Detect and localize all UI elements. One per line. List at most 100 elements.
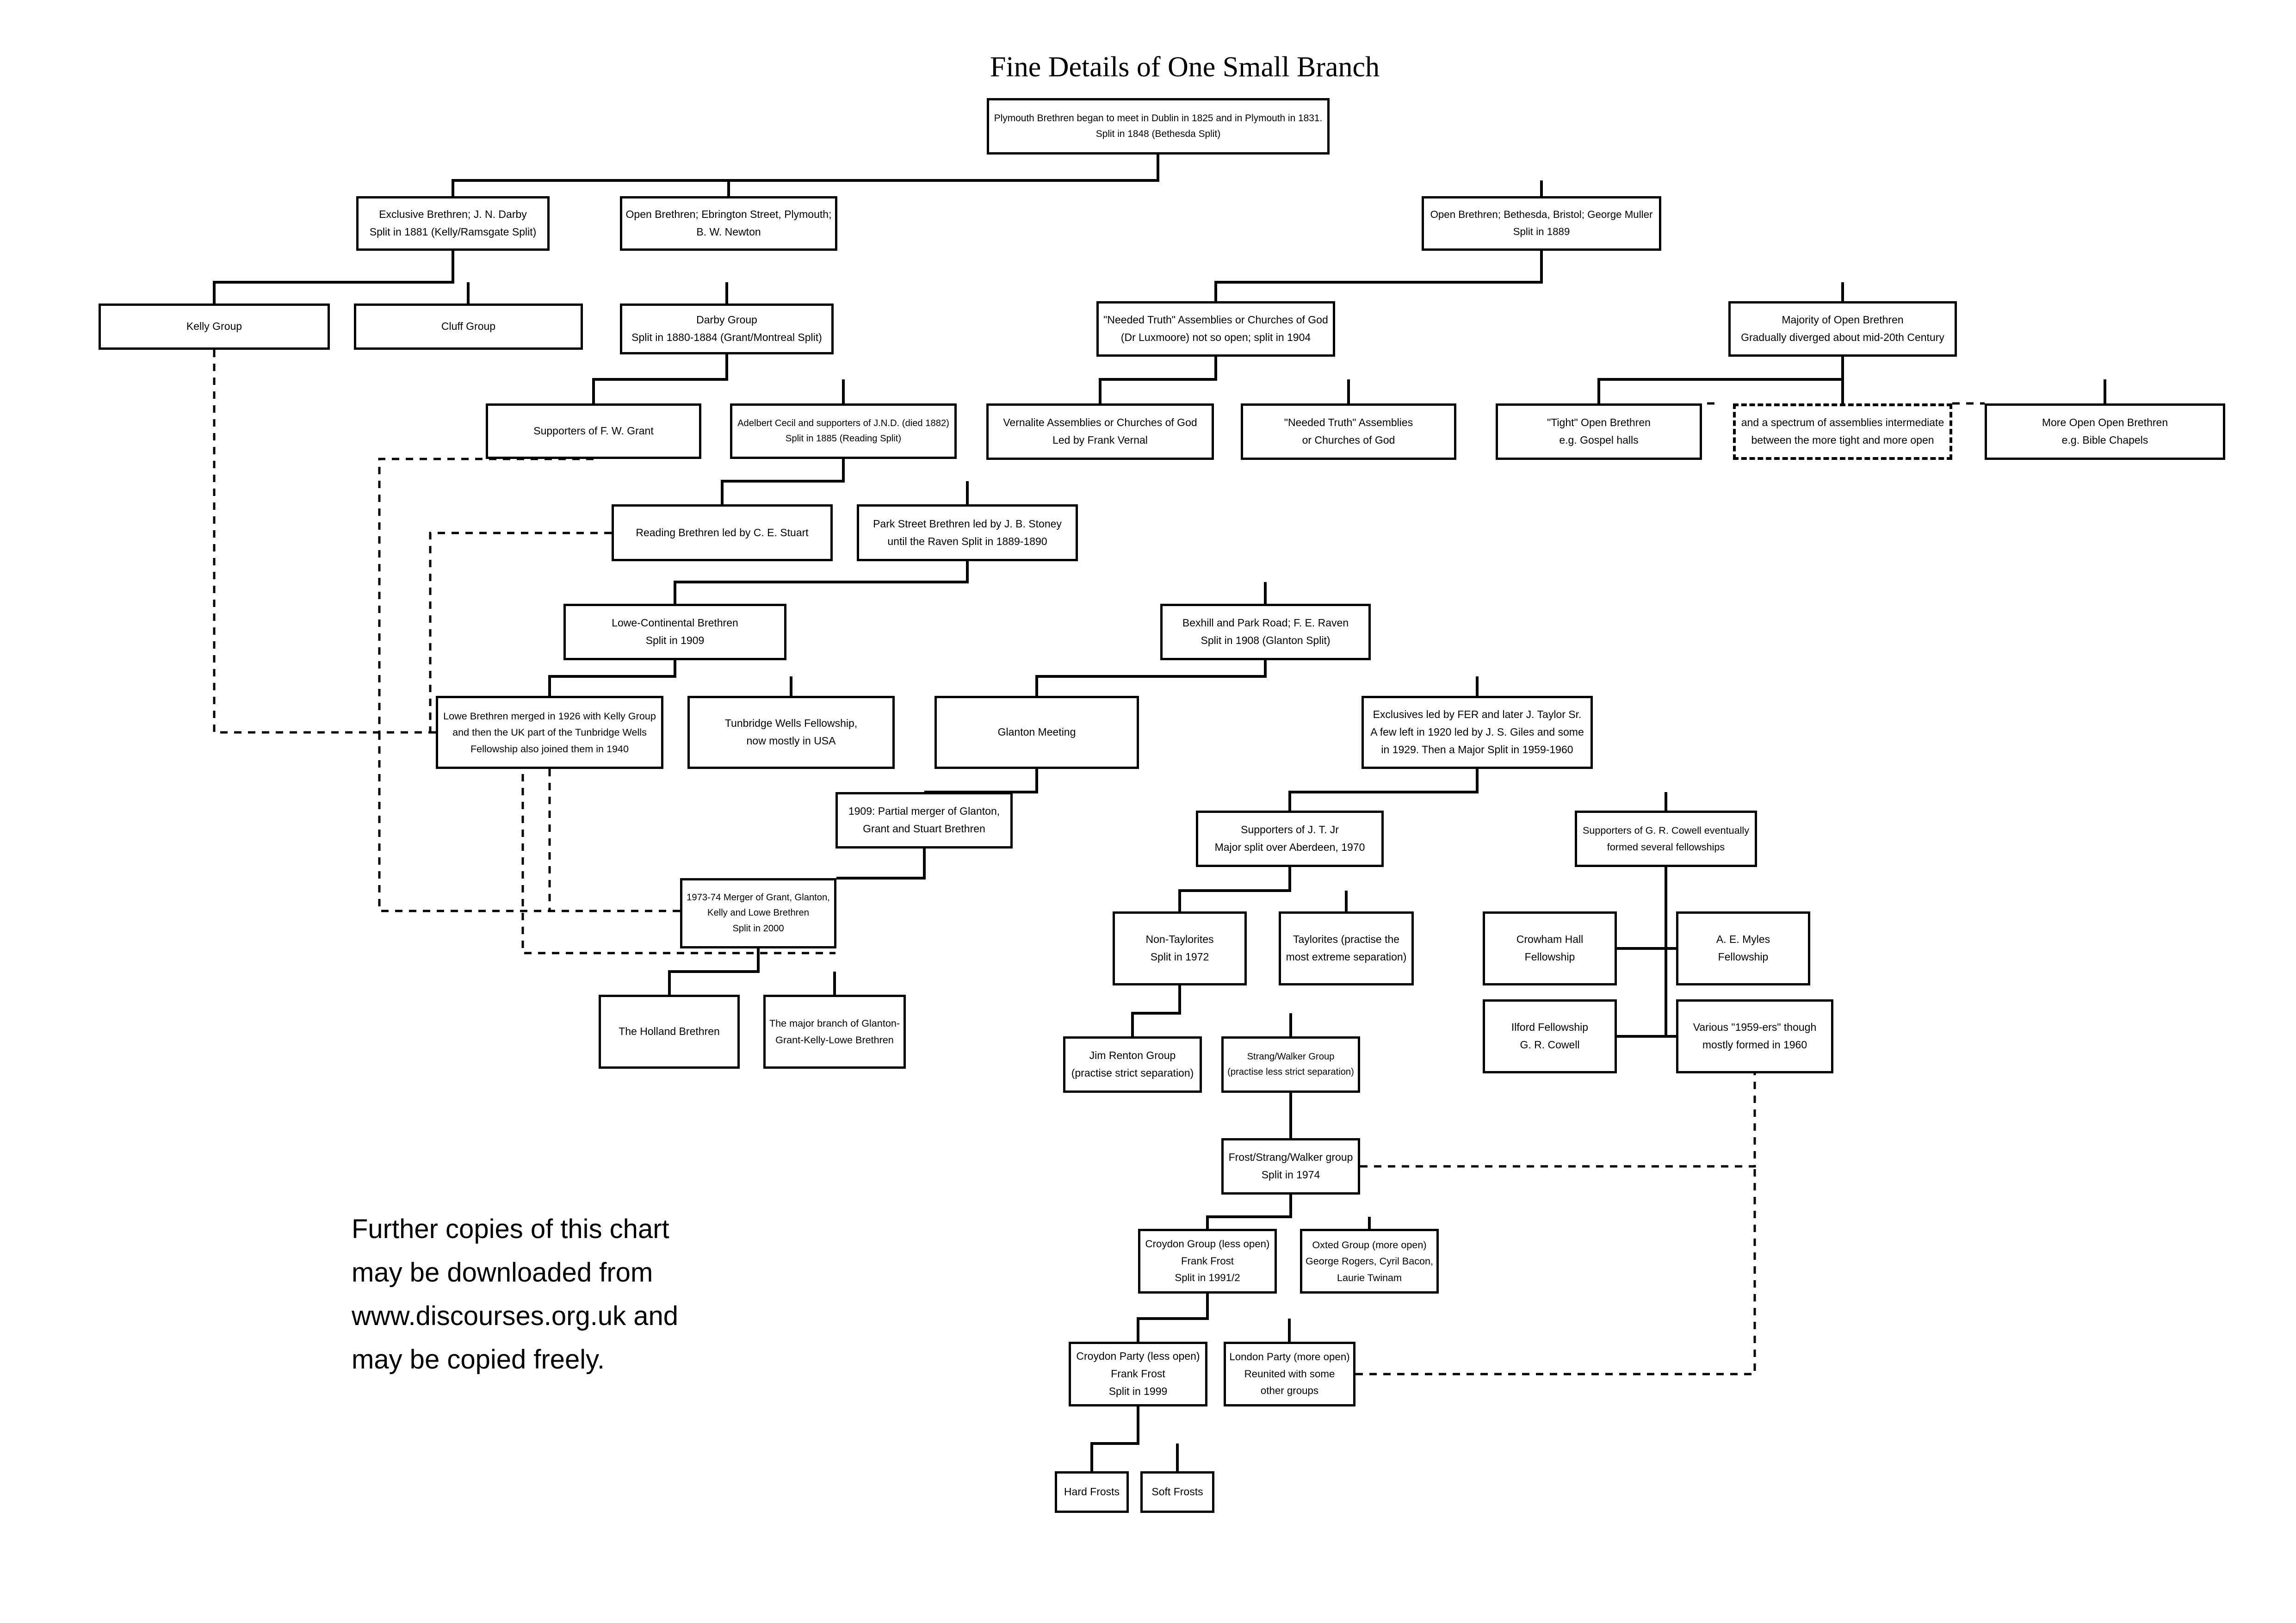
node-oxted-group[interactable]: Oxted Group (more open)George Rogers, Cy… <box>1300 1229 1439 1294</box>
node-exclusives-fer[interactable]: Exclusives led by FER and later J. Taylo… <box>1362 696 1593 769</box>
node-label-line: Frank Frost <box>1111 1368 1165 1380</box>
node-ilford-fellowship[interactable]: Ilford Fellowship G. R. Cowell <box>1483 999 1617 1073</box>
footer-line: may be copied freely. <box>352 1344 605 1375</box>
node-tunbridge-wells[interactable]: Tunbridge Wells Fellowship,now mostly in… <box>687 696 895 769</box>
node-label-line: Majority of Open Brethren <box>1782 314 1904 326</box>
node-label-line: Split in 1972 <box>1150 951 1209 963</box>
node-label-line: Fellowship <box>1524 951 1575 963</box>
node-glanton-meeting[interactable]: Glanton Meeting <box>934 696 1139 769</box>
node-root[interactable]: Plymouth Brethren began to meet in Dubli… <box>987 98 1330 155</box>
node-label-line: Major split over Aberdeen, 1970 <box>1214 841 1365 853</box>
node-strang-walker[interactable]: Strang/Walker Group(practise less strict… <box>1221 1036 1360 1093</box>
node-label-line: The major branch of Glanton- <box>769 1017 900 1029</box>
node-label-line: Split in 2000 <box>732 923 784 934</box>
node-label-line: George Rogers, Cyril Bacon, <box>1305 1255 1434 1267</box>
node-open-ebrington[interactable]: Open Brethren; Ebrington Street, Plymout… <box>620 196 837 251</box>
node-label-line: Park Street Brethren led by J. B. Stoney <box>873 517 1062 530</box>
node-major-branch[interactable]: The major branch of Glanton-Grant-Kelly-… <box>763 995 906 1069</box>
node-label-line: Fellowship also joined them in 1940 <box>470 743 629 755</box>
node-open-bethesda[interactable]: Open Brethren; Bethesda, Bristol; George… <box>1422 196 1661 251</box>
node-label-line: Ilford Fellowship <box>1511 1021 1589 1034</box>
node-label-line: Lowe Brethren merged in 1926 with Kelly … <box>443 710 656 722</box>
node-park-street[interactable]: Park Street Brethren led by J. B. Stoney… <box>857 504 1078 561</box>
node-lowe-merged[interactable]: Lowe Brethren merged in 1926 with Kelly … <box>436 696 663 769</box>
node-adelbert-cecil[interactable]: Adelbert Cecil and supporters of J.N.D. … <box>730 403 957 459</box>
node-label-line: Supporters of F. W. Grant <box>533 425 654 437</box>
node-kelly-group[interactable]: Kelly Group <box>99 304 330 350</box>
connector <box>1288 769 1479 811</box>
connector <box>548 660 676 696</box>
node-needed-truth-assemblies[interactable]: "Needed Truth" Assemblies or Churches of … <box>1241 403 1456 460</box>
node-label-line: Supporters of G. R. Cowell eventually <box>1582 824 1750 836</box>
node-label-line: Led by Frank Vernal <box>1052 434 1148 446</box>
node-label-line: B. W. Newton <box>696 226 761 238</box>
node-label-line: or Churches of God <box>1302 434 1395 446</box>
node-cluff-group[interactable]: Cluff Group <box>354 304 583 350</box>
node-label-line: Non-Taylorites <box>1145 933 1214 946</box>
node-label-line: Split in 1889 <box>1513 226 1570 237</box>
node-label-line: Taylorites (practise the <box>1293 933 1400 946</box>
node-label-line: Split in 1908 (Glanton Split) <box>1201 634 1331 646</box>
node-label-line: mostly formed in 1960 <box>1702 1039 1807 1051</box>
node-label-line: between the more tight and more open <box>1751 434 1934 446</box>
node-label-line: London Party (more open) <box>1229 1350 1350 1363</box>
node-label-line: Plymouth Brethren began to meet in Dubli… <box>994 112 1323 124</box>
node-soft-frosts[interactable]: Soft Frosts <box>1140 1471 1214 1513</box>
node-label-line: Split in 1880-1884 (Grant/Montreal Split… <box>631 331 822 343</box>
node-label-line: e.g. Bible Chapels <box>2061 434 2148 446</box>
node-label-line: "Tight" Open Brethren <box>1547 416 1651 429</box>
node-label-line: G. R. Cowell <box>1520 1039 1580 1051</box>
node-label-line: "Needed Truth" Assemblies or Churches of… <box>1103 314 1328 326</box>
node-label-line: Split in 1991/2 <box>1175 1272 1240 1284</box>
node-label-line: Split in 1909 <box>645 634 705 646</box>
dashed-connector <box>378 458 594 732</box>
node-label-line: Reading Brethren led by C. E. Stuart <box>636 526 809 539</box>
node-label-line: A few left in 1920 led by J. S. Giles an… <box>1370 726 1584 738</box>
node-needed-truth-luxmoore[interactable]: "Needed Truth" Assemblies or Churches of… <box>1096 301 1335 357</box>
node-merger-1973[interactable]: 1973-74 Merger of Grant, Glanton,Kelly a… <box>680 878 836 948</box>
node-label-line: now mostly in USA <box>746 735 836 747</box>
node-label-line: until the Raven Split in 1889-1890 <box>887 535 1047 547</box>
node-partial-merger-1909[interactable]: 1909: Partial merger of Glanton,Grant an… <box>835 792 1013 849</box>
node-spectrum[interactable]: and a spectrum of assemblies intermediat… <box>1733 403 1952 460</box>
node-label-line: 1909: Partial merger of Glanton, <box>848 805 1000 818</box>
node-label-line: (practise less strict separation) <box>1227 1067 1354 1077</box>
node-label-line: "Needed Truth" Assemblies <box>1284 416 1413 429</box>
node-reading-brethren[interactable]: Reading Brethren led by C. E. Stuart <box>612 504 833 561</box>
connector <box>592 354 728 403</box>
node-label-line: Split in 1881 (Kelly/Ramsgate Split) <box>369 226 537 238</box>
node-label-line: (Dr Luxmoore) not so open; split in 1904 <box>1120 331 1311 343</box>
node-label-line: Hard Frosts <box>1064 1486 1120 1498</box>
node-label-line: Soft Frosts <box>1151 1486 1203 1498</box>
footer-line: www.discourses.org.uk and <box>352 1301 678 1331</box>
node-hard-frosts[interactable]: Hard Frosts <box>1055 1471 1129 1513</box>
node-label-line: Open Brethren; Bethesda, Bristol; George… <box>1430 209 1653 221</box>
connector <box>1090 1406 1139 1471</box>
node-label-line: Exclusive Brethren; J. N. Darby <box>379 208 527 221</box>
connector <box>924 769 1038 793</box>
node-supporters-grant[interactable]: Supporters of F. W. Grant <box>486 403 701 459</box>
node-label-line: A. E. Myles <box>1716 933 1770 946</box>
node-jim-renton[interactable]: Jim Renton Group(practise strict separat… <box>1063 1036 1202 1093</box>
node-holland-brethren[interactable]: The Holland Brethren <box>599 995 740 1069</box>
node-london-party[interactable]: London Party (more open)Reunited with so… <box>1224 1342 1355 1406</box>
